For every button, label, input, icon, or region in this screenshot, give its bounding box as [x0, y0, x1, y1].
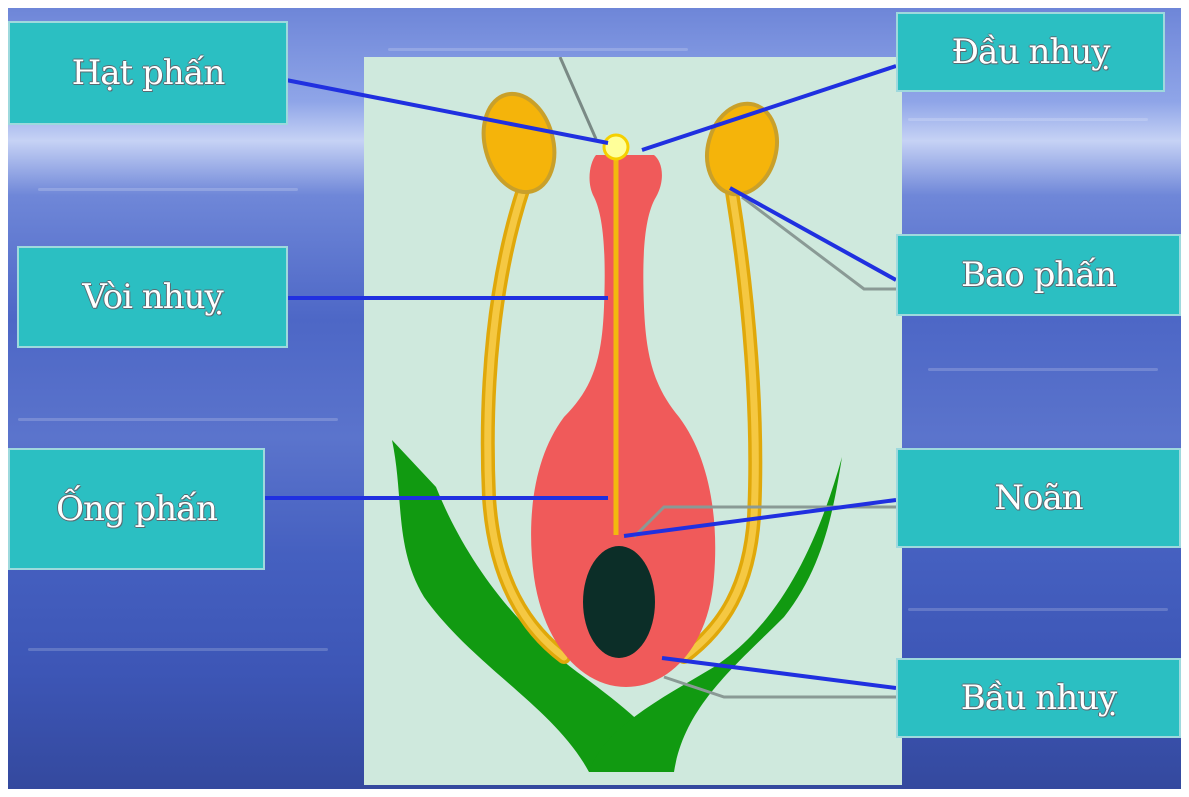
leader-dau-nhuy: [642, 66, 896, 150]
label-ong-phan: Ống phấn: [8, 448, 265, 570]
label-bao-phan: Bao phấn: [896, 234, 1181, 316]
leader-hat-phan: [286, 80, 608, 143]
label-noan: Noãn: [896, 448, 1181, 548]
leader-bao-phan: [730, 188, 896, 280]
label-dau-nhuy: Đầu nhuỵ: [896, 12, 1165, 92]
slide-background: Hạt phấn Vòi nhuỵ Ống phấn Đầu nhuỵ Bao …: [8, 8, 1181, 789]
label-voi-nhuy: Vòi nhuỵ: [17, 246, 288, 348]
leader-noan: [624, 500, 896, 536]
leader-bau-nhuy: [662, 658, 896, 688]
label-bau-nhuy: Bầu nhuỵ: [896, 658, 1181, 738]
label-hat-phan: Hạt phấn: [8, 21, 288, 125]
